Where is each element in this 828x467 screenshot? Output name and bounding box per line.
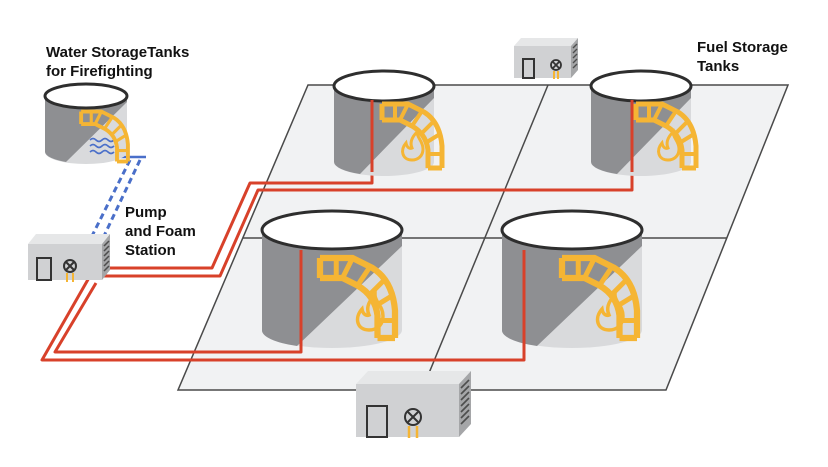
service-building-top — [514, 38, 578, 79]
valve-icon — [550, 59, 562, 71]
water-storage-tank — [43, 82, 130, 164]
flame-icon — [657, 128, 681, 162]
fuel-tanks-label-line: Tanks — [697, 58, 740, 75]
fuel-tank-front-left — [260, 209, 404, 348]
flame-icon — [595, 290, 625, 332]
valve-icon — [404, 408, 422, 426]
pump-station-label-line: Station — [125, 242, 176, 259]
fuel-tank-back-right — [589, 69, 696, 176]
water-tank-label-line: Water StorageTanks — [46, 44, 190, 61]
water-waves-icon — [89, 137, 115, 155]
water-tank-label-line: for Firefighting — [46, 63, 153, 80]
pump-station-label: Pump and Foam Station — [125, 203, 196, 260]
pump-station-label-line: Pump — [125, 204, 167, 221]
fuel-tanks-label: Fuel Storage Tanks — [697, 38, 788, 76]
water-tank-label: Water StorageTanks for Firefighting — [46, 43, 189, 81]
service-building-bottom — [356, 371, 471, 438]
fuel-tanks-label-line: Fuel Storage — [697, 39, 788, 56]
water-feed-line — [90, 159, 142, 237]
fuel-tank-front-right — [500, 209, 644, 350]
pump-station-label-line: and Foam — [125, 223, 196, 240]
flame-icon — [355, 290, 385, 332]
pump-foam-station — [28, 234, 110, 282]
fuel-tank-back-left — [332, 69, 442, 176]
flame-icon — [401, 128, 425, 162]
valve-icon — [63, 259, 77, 273]
